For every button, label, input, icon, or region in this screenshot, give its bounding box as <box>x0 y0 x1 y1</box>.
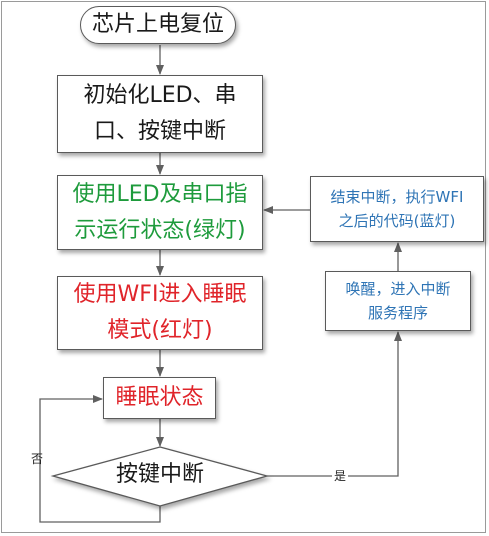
enter-sleep-node: 使用WFI进入睡眠 模式(红灯) <box>57 276 263 350</box>
decision-diamond <box>50 446 270 507</box>
edge-label-yes: 是 <box>332 469 349 483</box>
run-status-line-2: 示运行状态(绿灯) <box>74 217 246 243</box>
after-interrupt-node: 结束中断，执行WFI 之后的代码(蓝灯) <box>310 176 484 242</box>
after-interrupt-line-2: 之后的代码(蓝灯) <box>338 212 456 230</box>
start-node-text: 芯片上电复位 <box>91 12 224 37</box>
start-node: 芯片上电复位 <box>80 6 236 44</box>
edge-label-no: 否 <box>31 452 44 466</box>
sleep-state-text: 睡眠状态 <box>115 385 204 410</box>
sleep-state-node: 睡眠状态 <box>103 377 216 419</box>
run-status-node: 使用LED及串口指 示运行状态(绿灯) <box>57 175 263 250</box>
enter-sleep-line-1: 使用WFI进入睡眠 <box>73 282 247 307</box>
after-interrupt-line-1: 结束中断，执行WFI <box>330 188 464 206</box>
arrow-decision-no-loop <box>39 395 161 523</box>
init-node: 初始化LED、串 口、按键中断 <box>57 75 263 153</box>
decision-text: 按键中断 <box>115 462 204 487</box>
run-status-line-1: 使用LED及串口指 <box>72 181 248 207</box>
wake-line-1: 唤醒，进入中断 <box>345 280 451 298</box>
init-node-line-2: 口、按键中断 <box>93 119 226 144</box>
arrow-decision-yes-to-wake <box>267 331 402 477</box>
enter-sleep-line-2: 模式(红灯) <box>107 318 213 343</box>
init-node-line-1: 初始化LED、串 <box>83 83 237 108</box>
wake-node: 唤醒，进入中断 服务程序 <box>325 271 471 331</box>
wake-line-2: 服务程序 <box>367 304 428 322</box>
